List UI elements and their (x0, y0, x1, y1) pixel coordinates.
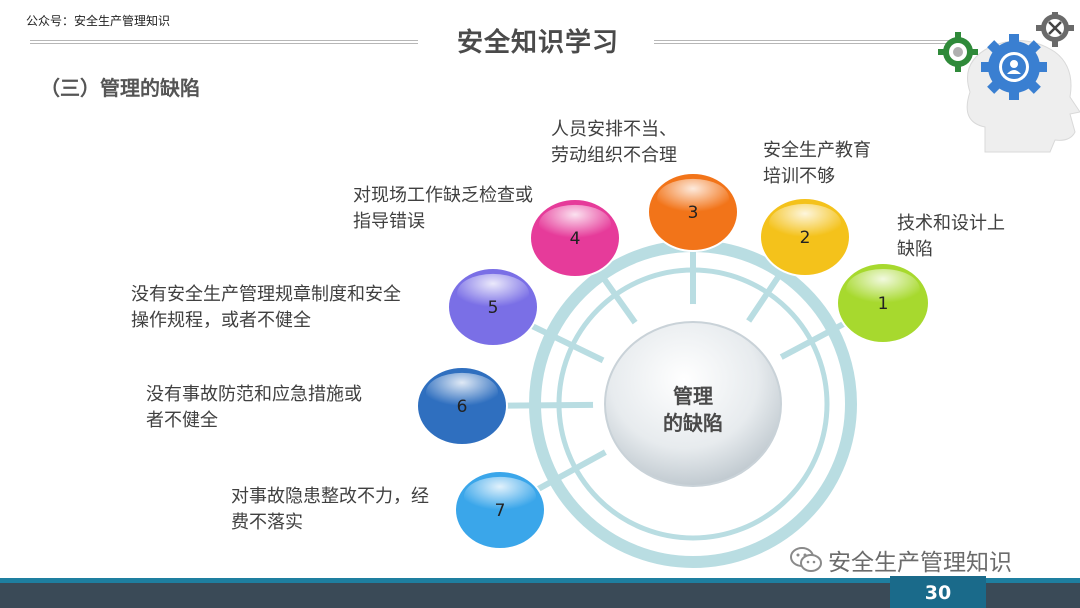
page-title: 安全知识学习 (456, 28, 619, 58)
bubble-5-number: 5 (488, 298, 499, 318)
brand-watermark: 安全生产管理知识 (790, 543, 1012, 577)
bubble-6: 6 (416, 366, 508, 446)
center-label-line1: 管理 (673, 384, 713, 408)
bubble-4-shine (539, 204, 611, 244)
head-gears-icon (938, 12, 1080, 153)
bubble-3-shine (657, 178, 729, 218)
section-subtitle: （三）管理的缺陷 (40, 76, 200, 100)
header-rule-left (30, 40, 418, 44)
header-rule-right (654, 40, 954, 44)
inner-ring (556, 267, 830, 541)
page-number: 30 (924, 582, 952, 604)
item-5-text: 没有安全生产管理规章制度和安全操作规程，或者不健全 (131, 284, 401, 331)
bubble-3-number: 3 (688, 203, 699, 223)
top-label: 公众号：安全生产管理知识 (26, 14, 171, 28)
bubble-2-number: 2 (800, 228, 811, 248)
item-2-text: 安全生产教育培训不够 (763, 140, 871, 187)
bubble-5-shine (457, 273, 529, 313)
item-3-text: 人员安排不当、劳动组织不合理 (551, 119, 677, 166)
tools-icon (1036, 12, 1074, 47)
bubble-2-shine (769, 203, 841, 243)
bubble-2: 2 (759, 197, 851, 277)
bubble-1-shine (846, 269, 920, 309)
item-6-text: 没有事故防范和应急措施或者不健全 (146, 384, 362, 431)
wechat-icon (790, 547, 822, 572)
footer-accent (0, 578, 1080, 583)
center-bubble (604, 321, 782, 487)
bubble-7: 7 (454, 470, 546, 550)
item-4-text: 对现场工作缺乏检查或指导错误 (353, 185, 533, 232)
bubble-3: 3 (647, 172, 739, 252)
bubble-5: 5 (447, 267, 539, 347)
bubble-4: 4 (529, 198, 621, 278)
brand-text: 安全生产管理知识 (828, 550, 1012, 576)
bubble-1-number: 1 (878, 294, 889, 314)
bubble-1: 1 (836, 262, 930, 344)
bubble-7-shine (464, 476, 536, 516)
small-gear-icon (938, 32, 978, 72)
gear-icon (981, 34, 1047, 100)
center-label-line2: 的缺陷 (663, 411, 723, 435)
bubble-6-shine (426, 372, 498, 412)
bubble-4-number: 4 (570, 229, 581, 249)
page-number-box (890, 576, 986, 608)
item-1-text: 技术和设计上缺陷 (897, 213, 1005, 260)
bubble-6-number: 6 (457, 397, 468, 417)
item-7-text: 对事故隐患整改不力，经费不落实 (231, 486, 429, 533)
bubble-7-number: 7 (495, 501, 506, 521)
